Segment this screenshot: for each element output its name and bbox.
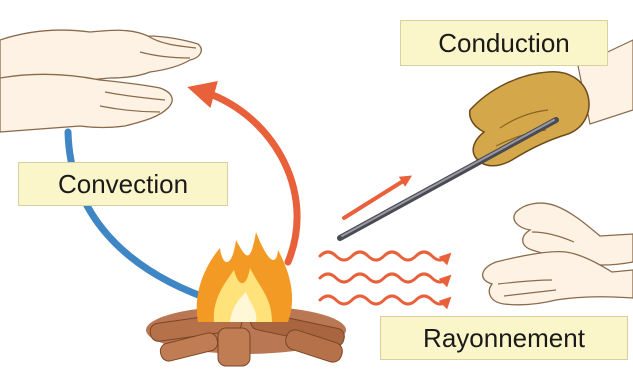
- radiation-waves: [320, 252, 448, 304]
- hands-warming-icon: [483, 203, 633, 305]
- radiation-wave-1: [320, 252, 448, 260]
- conduction-arrow: [344, 178, 408, 218]
- radiation-wave-2: [320, 274, 448, 282]
- radiation-wave-3: [320, 296, 448, 304]
- hands-above-fire-icon: [0, 30, 201, 132]
- label-rayonnement: Rayonnement: [380, 316, 628, 360]
- label-conduction: Conduction: [400, 20, 608, 66]
- convection-cool-arrow: [68, 132, 218, 302]
- campfire-icon: [146, 232, 346, 366]
- label-convection: Convection: [18, 162, 228, 206]
